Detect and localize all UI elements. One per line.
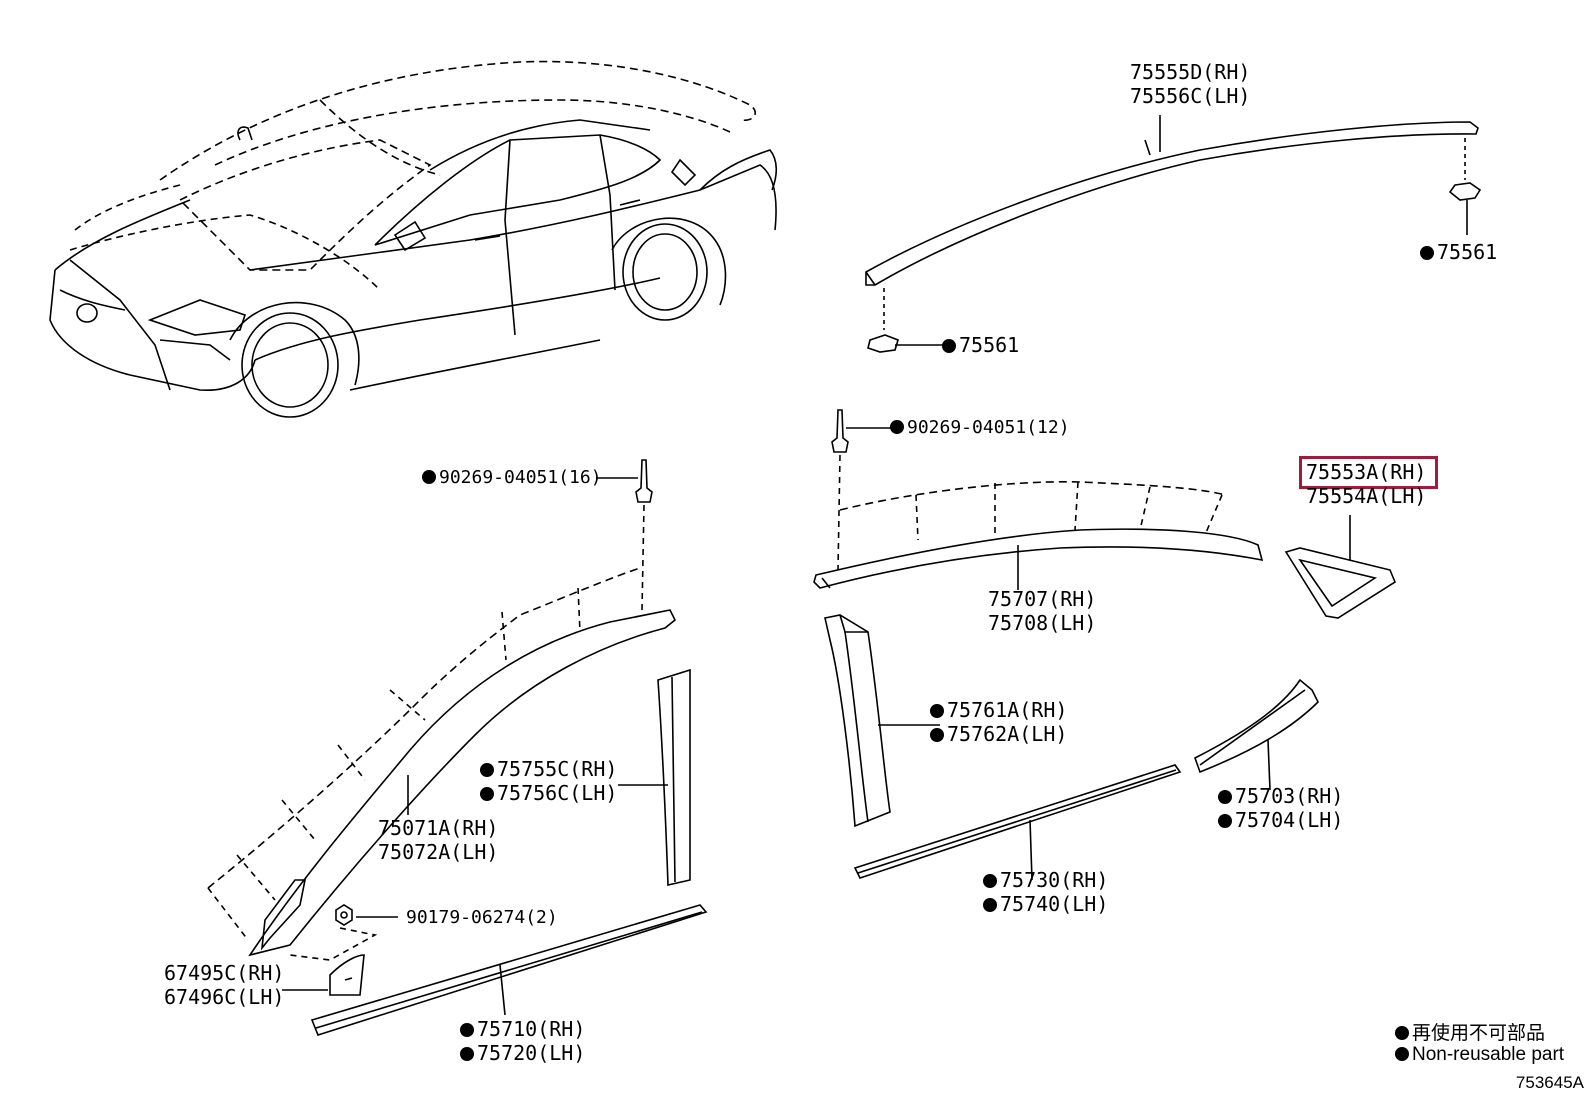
front-door-frame-moulding: [207, 567, 677, 957]
highlight-box: [1299, 456, 1438, 489]
part-label-75556c: 75556C(LH): [1130, 84, 1251, 108]
part-label-75756c: 75756C(LH): [480, 781, 617, 805]
part-label-67496c: 67496C(LH): [164, 985, 285, 1009]
part-label-75762a: 75762A(LH): [930, 722, 1067, 746]
part-label-75561-left: 75561: [942, 333, 1019, 357]
part-label-75554a: 75554A(LH): [1306, 484, 1427, 508]
legend-english: Non-reusable part: [1395, 1044, 1564, 1066]
part-label-90269-16: 90269-04051(16): [422, 466, 602, 490]
part-label-75555d: 75555D(RH): [1130, 60, 1251, 84]
part-label-75707: 75707(RH): [988, 587, 1097, 611]
rivet-clip-16: [596, 459, 653, 611]
part-label-75071a: 75071A(RH): [378, 816, 499, 840]
part-label-90269-12: 90269-04051(12): [890, 416, 1070, 440]
part-label-75704: 75704(LH): [1218, 808, 1343, 832]
part-label-75720: 75720(LH): [460, 1041, 585, 1065]
car-illustration: [49, 60, 778, 418]
roof-moulding: [865, 115, 1482, 353]
part-label-75561-right: 75561: [1420, 240, 1497, 264]
part-label-75755c: 75755C(RH): [480, 757, 617, 781]
part-label-75761a: 75761A(RH): [930, 698, 1067, 722]
part-label-75553a: 75553A(RH): [1306, 460, 1427, 484]
part-label-75708: 75708(LH): [988, 611, 1097, 635]
part-label-75730: 75730(RH): [983, 868, 1108, 892]
part-label-75072a: 75072A(LH): [378, 840, 499, 864]
part-label-67495c: 67495C(RH): [164, 961, 285, 985]
hex-nut: [289, 904, 398, 961]
part-label-75740: 75740(LH): [983, 892, 1108, 916]
rear-door-corner-piece: [1194, 678, 1319, 791]
diagram-id: 753645A: [1515, 1073, 1584, 1092]
center-pillar-garnish: [824, 614, 940, 828]
front-pillar-garnish: [618, 668, 691, 886]
part-label-75710: 75710(RH): [460, 1017, 585, 1041]
part-label-90179: 90179-06274(2): [406, 907, 558, 928]
rear-door-frame-moulding: [813, 481, 1264, 590]
mirror-base-cover: [282, 954, 365, 996]
rear-quarter-garnish: [1284, 515, 1396, 619]
front-belt-moulding: [310, 904, 708, 1036]
rear-belt-moulding: [853, 764, 1182, 881]
legend-japanese: 再使用不可部品: [1395, 1018, 1545, 1045]
part-label-75703: 75703(RH): [1218, 784, 1343, 808]
